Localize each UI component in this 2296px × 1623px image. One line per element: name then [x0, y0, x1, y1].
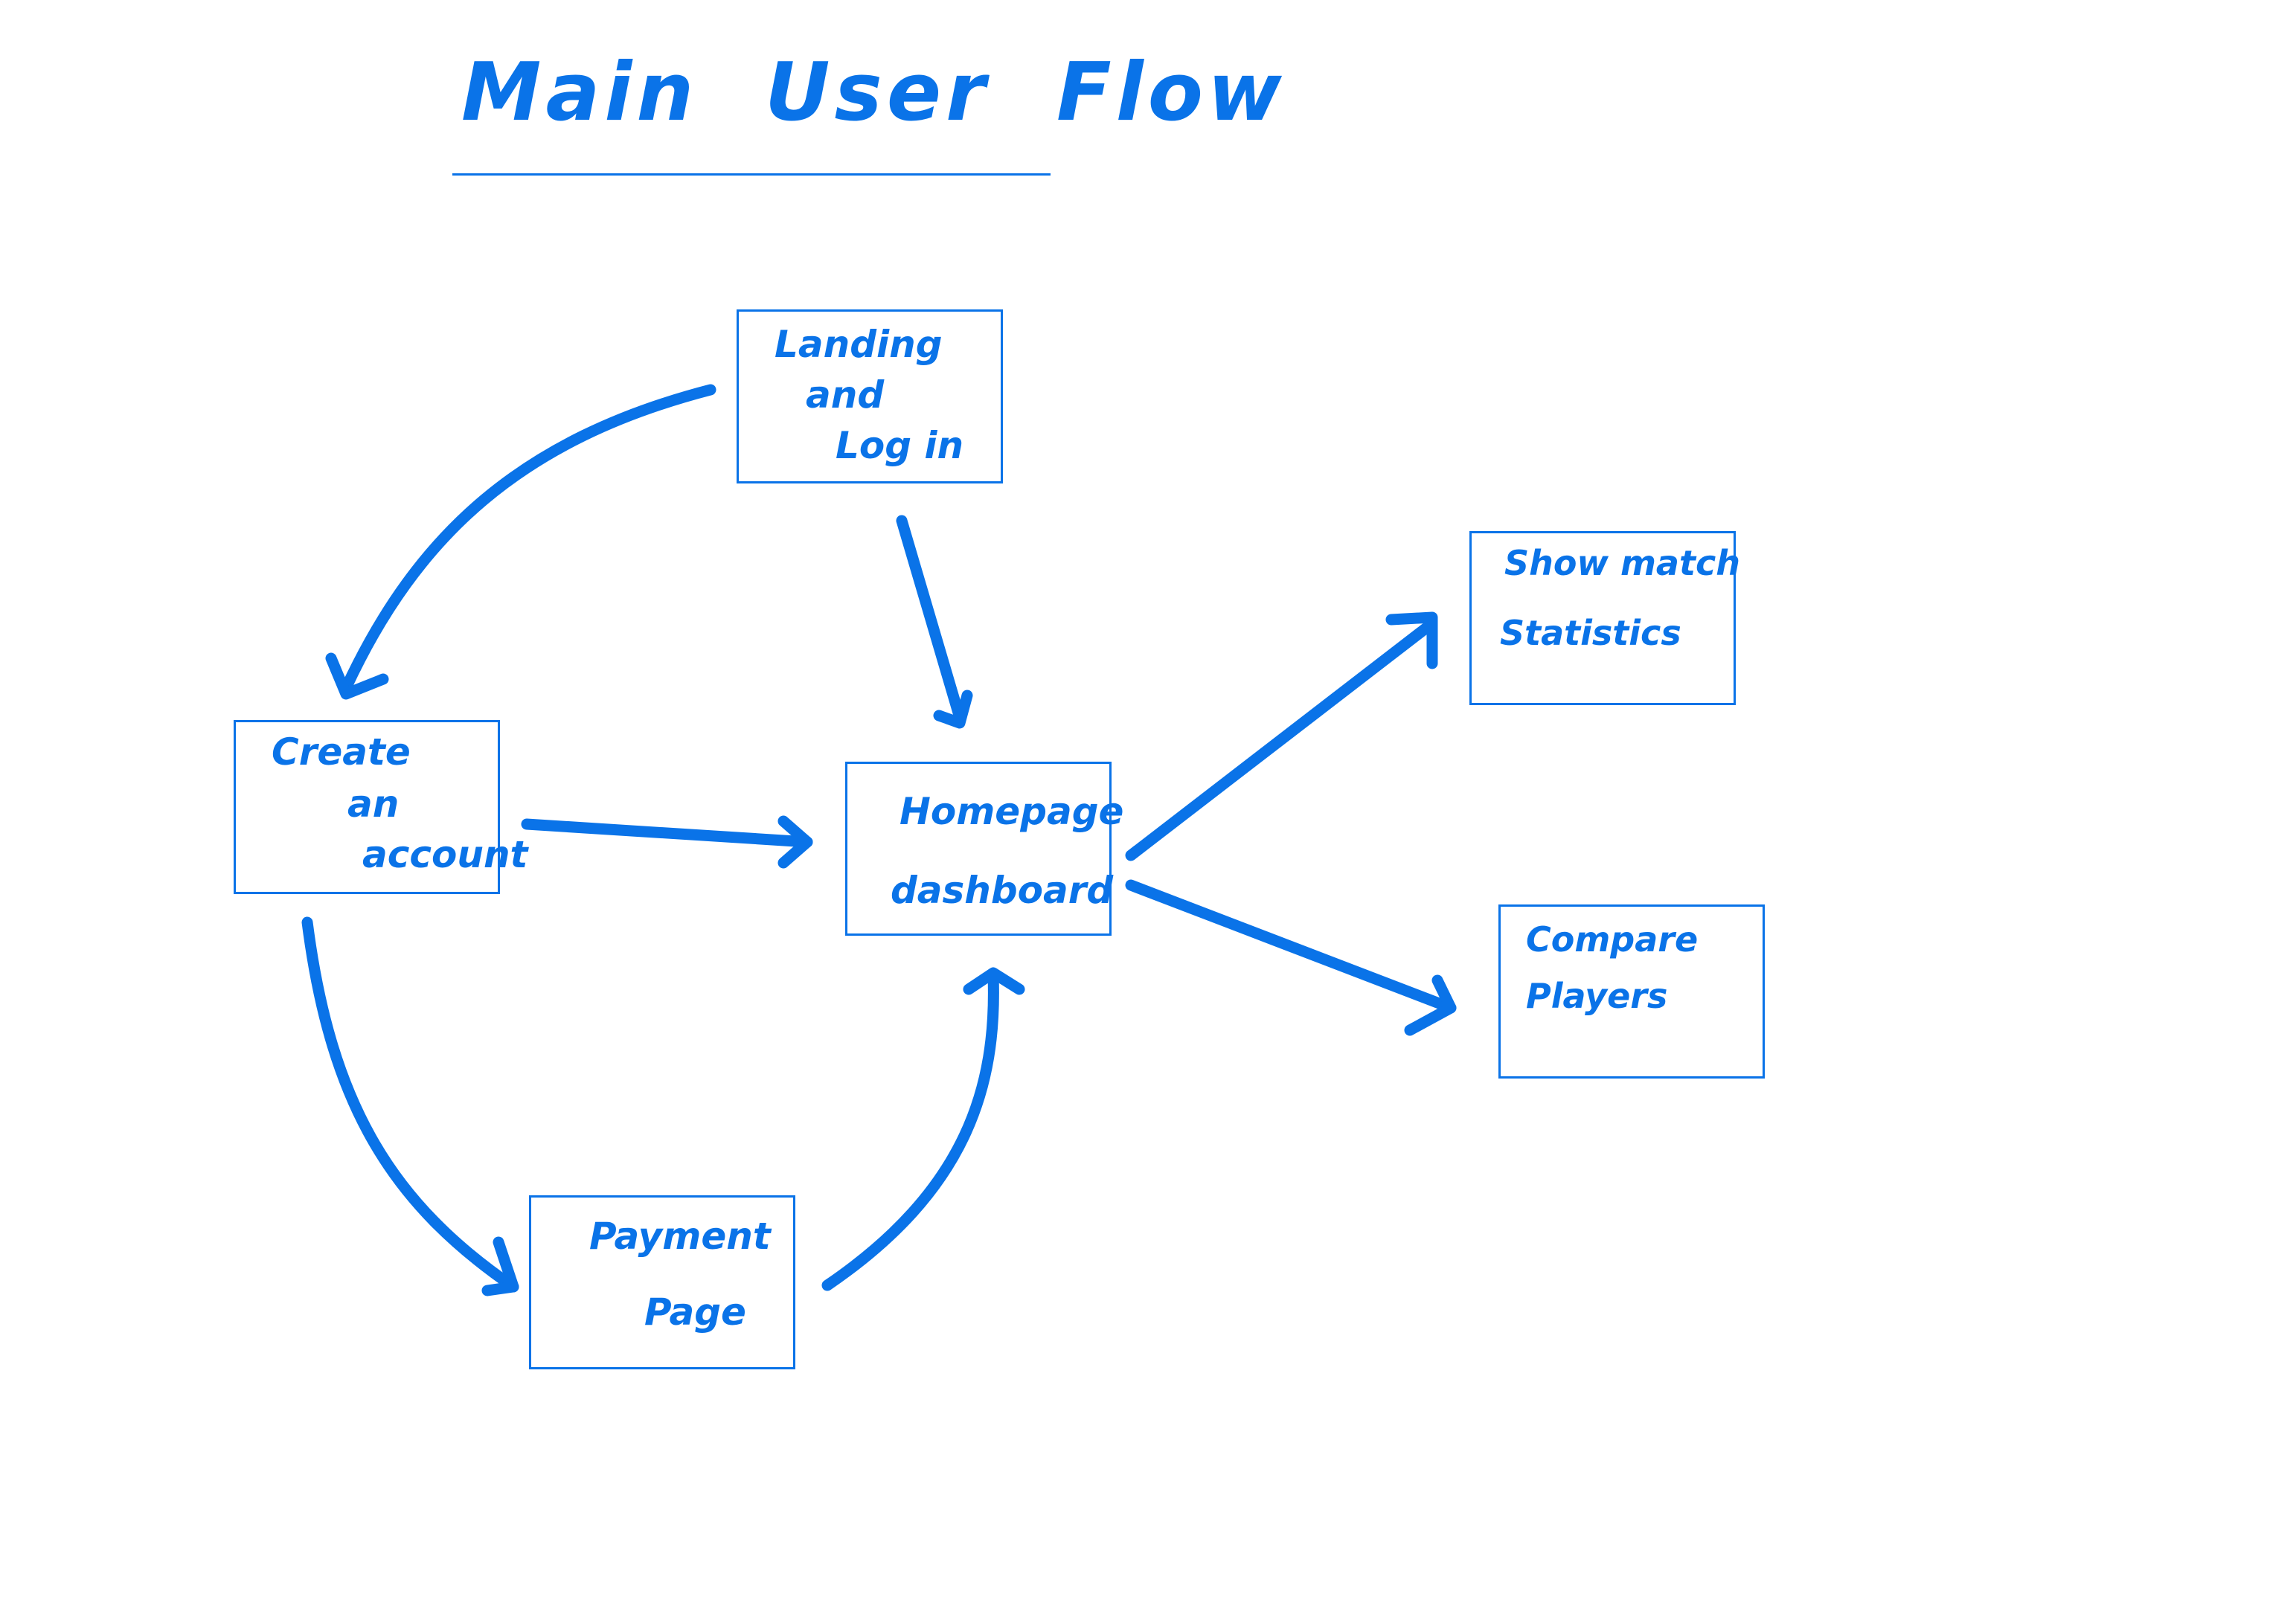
node-show-match-statistics: Show match Statistics: [1469, 531, 1740, 705]
edge-homepage-to-compare: [1125, 879, 1457, 1014]
edge-homepage-to-show-match: [1125, 617, 1438, 861]
node-create-account: Create an account: [234, 720, 527, 894]
node-show-match-line-2: Statistics: [1500, 613, 1681, 653]
edge-create-account-to-payment: [301, 916, 519, 1293]
edge-landing-to-homepage: [896, 515, 966, 724]
node-landing-line-3: Log in: [836, 424, 964, 467]
node-create-account-line-2: an: [347, 782, 400, 826]
node-payment-line-1: Payment: [589, 1215, 771, 1258]
node-landing-line-1: Landing: [775, 323, 943, 366]
node-compare-line-2: Players: [1526, 976, 1668, 1016]
node-show-match-line-1: Show match: [1504, 543, 1740, 583]
arrowhead-payment-from-create-account: [481, 1236, 519, 1296]
node-landing-line-2: and: [806, 373, 885, 417]
node-compare-players: Compare Players: [1498, 904, 1765, 1079]
node-create-account-line-3: account: [362, 833, 528, 876]
node-create-account-line-1: Create: [272, 730, 411, 774]
arrowhead-compare-from-homepage: [1404, 974, 1457, 1036]
arrowhead-show-match-from-homepage: [1385, 611, 1438, 669]
arrowhead-homepage-from-landing: [933, 690, 973, 729]
node-homepage-line-2: dashboard: [891, 869, 1114, 912]
arrowhead-homepage-from-payment: [963, 967, 1025, 995]
edge-landing-to-create-account: [340, 384, 716, 694]
node-payment-line-2: Page: [644, 1291, 746, 1334]
title-underline: [452, 173, 1051, 176]
edge-create-account-to-homepage: [521, 818, 813, 848]
arrowhead-create-account-from-landing: [325, 652, 389, 700]
arrowhead-homepage-from-create-account: [777, 815, 813, 869]
node-homepage-dashboard: Homepage dashboard: [845, 762, 1123, 936]
node-compare-line-1: Compare: [1526, 919, 1699, 960]
edge-payment-to-homepage: [821, 970, 999, 1291]
node-payment-page: Payment Page: [529, 1195, 795, 1369]
node-landing-and-login: Landing and Log in: [737, 309, 1003, 483]
diagram-title: Main User Flow: [461, 46, 1286, 139]
node-homepage-line-1: Homepage: [900, 790, 1124, 833]
